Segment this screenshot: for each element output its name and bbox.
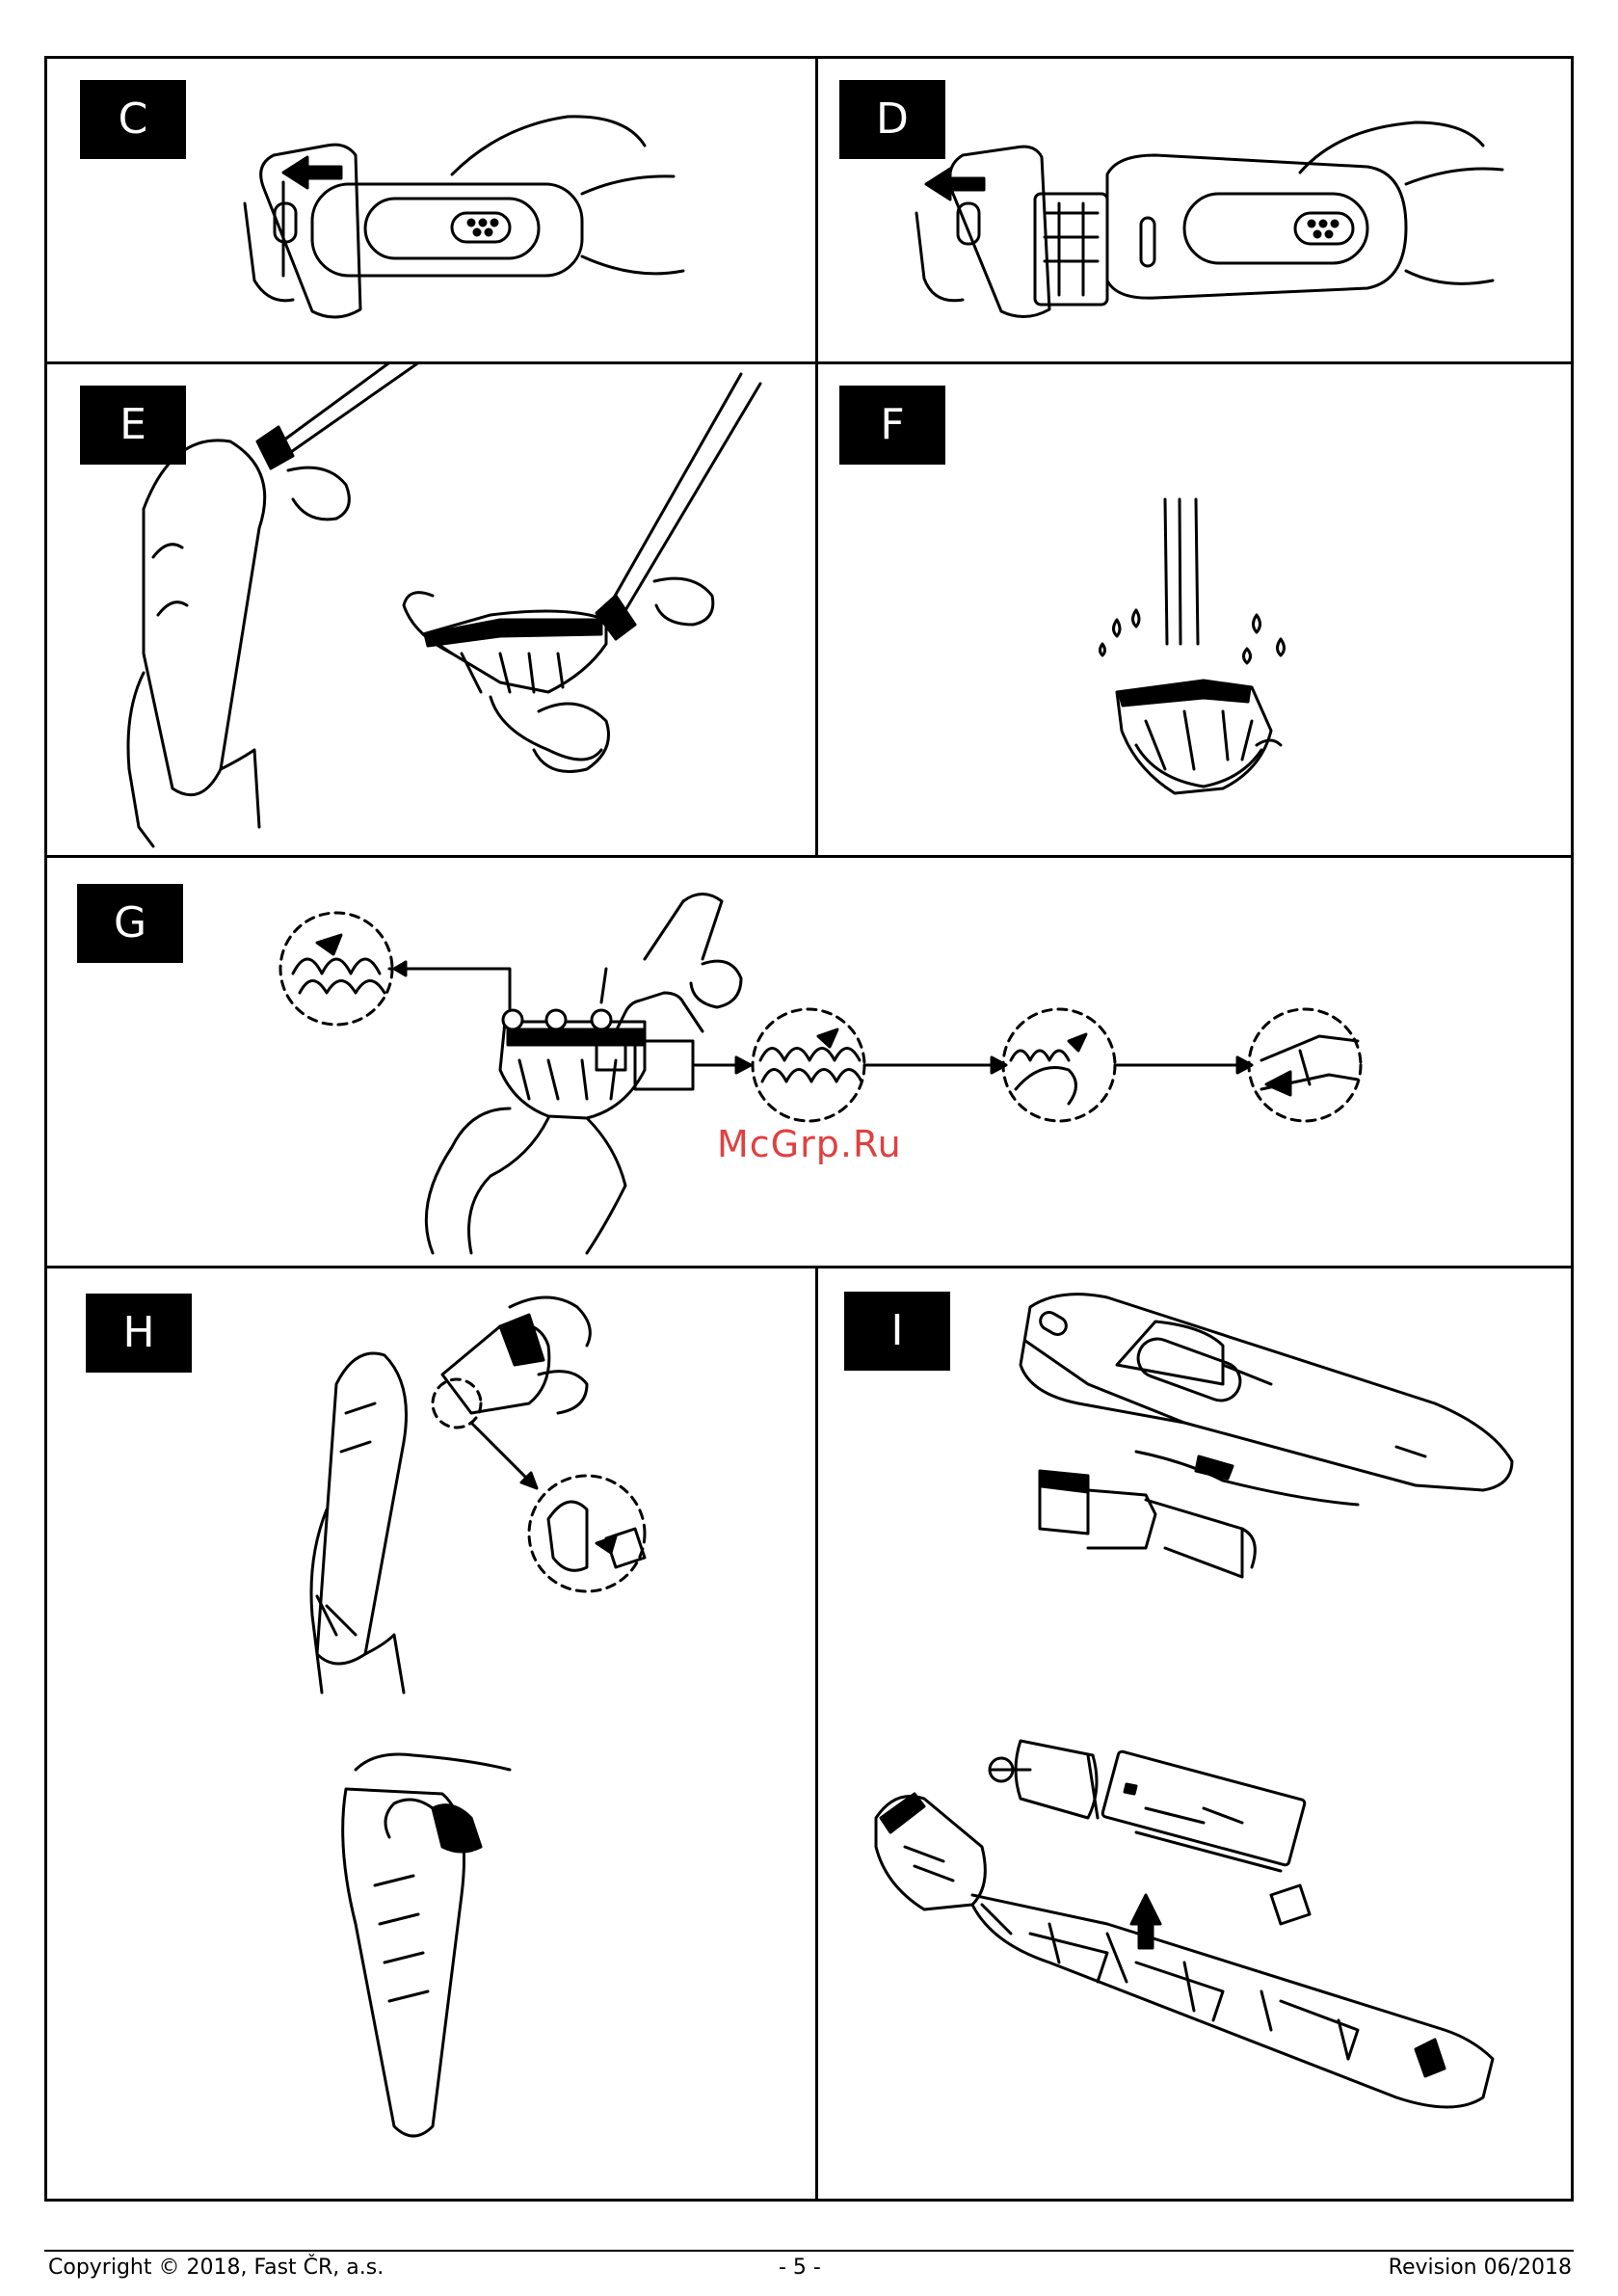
panel-c: C [47,59,815,361]
footer-page-number: - 5 - [779,2256,821,2280]
panel-d: D [818,59,1577,361]
head-reattach-illustration [47,1268,815,2202]
brush-cleaning-illustration [47,364,815,855]
footer-divider [44,2250,1574,2252]
panel-e: E [47,364,815,855]
footer-revision: Revision 06/2018 [1389,2256,1572,2280]
panel-i: I [818,1268,1577,2202]
trimmer-head-removal-illustration [818,59,1577,361]
panel-f: F [818,364,1577,855]
footer-copyright: Copyright © 2018, Fast ČR, a.s. [48,2256,384,2280]
panel-h: H [47,1268,815,2202]
trimmer-head-removal-illustration [47,59,815,361]
watermark: McGrp.Ru [717,1123,902,1165]
exploded-view-illustration [818,1268,1577,2202]
rinsing-under-water-illustration [818,364,1577,855]
panel-g: G [47,858,1577,1266]
oiling-blades-illustration [47,858,1577,1266]
